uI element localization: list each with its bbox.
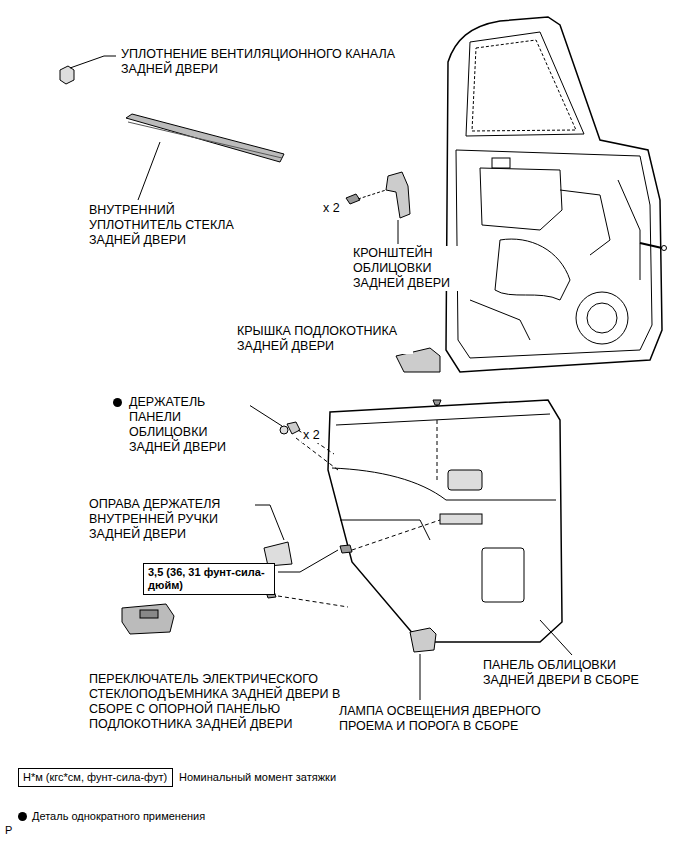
drawing-path (358, 190, 386, 199)
drawing-circle (662, 246, 667, 251)
drawing-path (480, 168, 562, 230)
part-label: ДЕРЖАТЕЛЬ ПАНЕЛИ ОБЛИЦОВКИ ЗАДНЕЙ ДВЕРИ (128, 395, 250, 455)
assembly-lines (278, 420, 440, 607)
drawing-path (70, 56, 116, 68)
part-label: ОПРАВА ДЕРЖАТЕЛЯ ВНУТРЕННЕЙ РУЧКИ ЗАДНЕЙ… (88, 497, 255, 542)
drawing-circle (576, 292, 628, 344)
part-label: ВНУТРЕННИЙ УПЛОТНИТЕЛЬ СТЕКЛА ЗАДНЕЙ ДВЕ… (88, 203, 270, 248)
drawing-rect (140, 610, 158, 618)
drawing-path (128, 122, 282, 158)
drawing-circle (280, 426, 288, 434)
legend-sample-box: Н*м (кгс*см, фунт-сила-фут) (18, 768, 173, 787)
part-label: УПЛОТНЕНИЕ ВЕНТИЛЯЦИОННОГО КАНАЛА ЗАДНЕЙ… (120, 47, 407, 77)
drawing-path (470, 300, 530, 340)
part-label: КРОНШТЕЙН ОБЛИЦОВКИ ЗАДНЕЙ ДВЕРИ (352, 246, 474, 291)
quantity-label: x 2 (302, 428, 321, 443)
drawing-circle (587, 303, 617, 333)
door-frame (446, 17, 667, 372)
small-parts (60, 66, 562, 652)
torque-box: 3,5 (36, 31 фунт-сила-дюйм) (143, 563, 275, 595)
drawing-path (437, 420, 438, 480)
figure-code: P (4, 823, 13, 838)
drawing-path (410, 628, 436, 652)
drawing-path (340, 520, 430, 540)
part-label: КРЫШКА ПОДЛОКОТНИКА ЗАДНЕЙ ДВЕРИ (236, 324, 413, 354)
drawing-path (328, 400, 562, 642)
drawing-path (138, 142, 160, 200)
drawing-path (433, 400, 441, 405)
drawing-rect (440, 514, 482, 524)
drawing-path (386, 172, 410, 218)
drawing-path (420, 654, 421, 700)
drawing-path (126, 114, 284, 162)
legend-dot-sample (18, 812, 27, 821)
drawing-rect (448, 470, 482, 490)
node-text: 3,5 (36, 31 фунт-сила-дюйм) (148, 566, 270, 592)
drawing-path (446, 17, 662, 372)
drawing-path (560, 190, 610, 255)
drawing-path (122, 604, 174, 634)
node-text: Н*м (кгс*см, фунт-сила-фут) (23, 771, 168, 784)
drawing-path (540, 620, 572, 655)
single-use-marker (113, 398, 122, 407)
drawing-path (640, 243, 662, 248)
drawing-path (495, 239, 570, 300)
drawing-path (60, 66, 74, 84)
part-label: ЛАМПА ОСВЕЩЕНИЯ ДВЕРНОГО ПРОЕМА И ПОРОГА… (338, 704, 580, 734)
drawing-path (466, 32, 584, 136)
quantity-label: x 2 (322, 201, 341, 216)
drawing-path (456, 150, 652, 358)
drawing-path (398, 220, 399, 244)
drawing-path (332, 468, 556, 500)
drawing-path (278, 550, 338, 572)
drawing-path (336, 414, 550, 425)
drawing-path (346, 194, 360, 204)
legend-text: Деталь однократного применения (32, 810, 205, 823)
drawing-path (352, 520, 440, 550)
legend-text: Номинальный момент затяжки (179, 771, 336, 784)
drawing-path (340, 545, 352, 553)
drawing-rect (492, 158, 510, 168)
leader-lines (70, 56, 572, 700)
drawing-rect (482, 548, 524, 602)
part-label: ПАНЕЛЬ ОБЛИЦОВКИ ЗАДНЕЙ ДВЕРИ В СБОРЕ (482, 658, 669, 688)
drawing-path (472, 40, 576, 131)
part-label: ПЕРЕКЛЮЧАТЕЛЬ ЭЛЕКТРИЧЕСКОГО СТЕКЛОПОДЪЕ… (88, 672, 355, 732)
drawing-path (287, 422, 300, 434)
drawing-path (618, 180, 640, 280)
drawing-path (278, 596, 348, 607)
